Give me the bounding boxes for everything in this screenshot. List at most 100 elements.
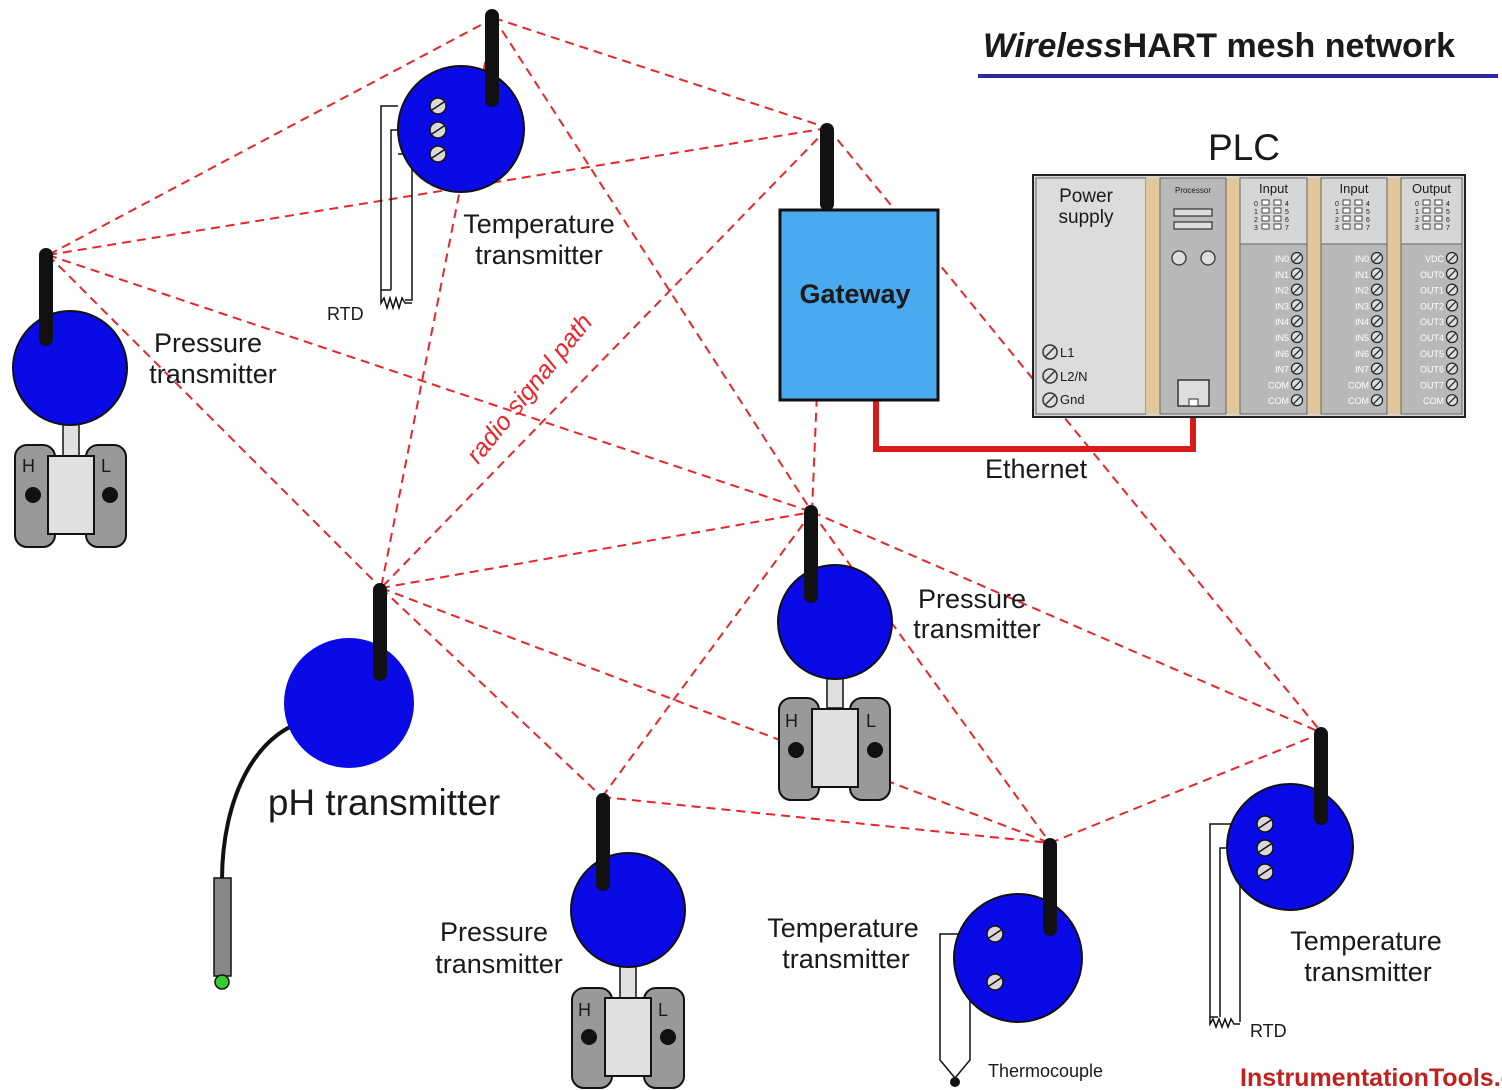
slot-divider xyxy=(1146,178,1160,414)
led-number: 1 xyxy=(1254,209,1258,216)
terminal-label: IN2 xyxy=(1355,286,1369,296)
led-number: 0 xyxy=(1254,201,1258,208)
led-number: 0 xyxy=(1415,201,1419,208)
rtd-sensor-icon xyxy=(380,290,412,311)
antenna-icon xyxy=(820,123,834,211)
terminal-label: IN7 xyxy=(1275,365,1289,375)
terminal-l2n-label: L2/N xyxy=(1060,369,1087,384)
led-indicator xyxy=(1342,199,1351,206)
radio-signal-path xyxy=(811,511,1323,734)
transmitter-housing xyxy=(777,564,893,680)
led-indicator xyxy=(1354,215,1363,222)
terminal-label: IN2 xyxy=(1275,286,1289,296)
device-label-line1: Temperature xyxy=(463,209,615,239)
led-number: 3 xyxy=(1254,225,1258,232)
led-indicator xyxy=(1342,215,1351,222)
led-number: 3 xyxy=(1335,225,1339,232)
terminal-label: IN5 xyxy=(1355,333,1369,343)
radio-signal-path xyxy=(1049,732,1323,844)
device-label-line2: transmitter xyxy=(149,359,277,389)
radio-signal-path xyxy=(601,796,1051,844)
led-number: 7 xyxy=(1446,225,1450,232)
high-port-label: H xyxy=(578,1000,591,1020)
device-label-line1: Pressure xyxy=(154,328,262,358)
led-indicator xyxy=(1354,223,1363,230)
terminal-label: IN3 xyxy=(1275,301,1289,311)
terminal-l1-label: L1 xyxy=(1060,345,1074,360)
gateway: Gateway xyxy=(778,123,940,402)
device-label-line1: Pressure xyxy=(440,917,548,947)
radio-signal-path xyxy=(380,511,813,589)
antenna-icon xyxy=(39,248,53,346)
slot-divider xyxy=(1226,178,1240,414)
low-port-label: L xyxy=(101,456,111,476)
pressure-transmitter-center: H L Pressure transmitter xyxy=(777,505,1041,801)
terminal-label: OUT5 xyxy=(1420,349,1444,359)
led-number: 5 xyxy=(1285,209,1289,216)
terminal-label: IN7 xyxy=(1355,365,1369,375)
processor-module xyxy=(1159,177,1227,415)
led-indicator xyxy=(1261,207,1270,214)
temperature-transmitter-top: Temperature transmitter RTD xyxy=(327,9,615,324)
io-card-title: Input xyxy=(1340,181,1369,196)
rtd-sensor-icon xyxy=(1209,1016,1240,1030)
transmitter-housing xyxy=(284,638,414,768)
terminal-label: COM xyxy=(1348,380,1369,390)
antenna-icon xyxy=(804,505,818,603)
radio-signal-path xyxy=(380,587,603,798)
device-label-line2: transmitter xyxy=(475,240,603,270)
device-label-line2: transmitter xyxy=(913,614,1041,644)
device-label-line2: transmitter xyxy=(782,944,910,974)
ph-transmitter: pH transmitter xyxy=(213,583,500,990)
led-number: 7 xyxy=(1285,225,1289,232)
ph-probe-icon xyxy=(213,877,232,977)
radio-signal-path xyxy=(827,127,1323,734)
ethernet-label: Ethernet xyxy=(985,454,1088,484)
radio-signal-path xyxy=(493,17,813,513)
led-indicator xyxy=(1273,207,1282,214)
radio-signal-path xyxy=(380,127,829,589)
terminal-label: OUT7 xyxy=(1420,380,1444,390)
gateway-label: Gateway xyxy=(799,279,910,309)
radio-signal-path xyxy=(47,254,382,589)
terminal-label: IN1 xyxy=(1355,270,1369,280)
ph-probe-tip xyxy=(214,974,230,990)
led-indicator xyxy=(1354,199,1363,206)
led-indicator xyxy=(1261,199,1270,206)
terminal-gnd-label: Gnd xyxy=(1060,392,1085,407)
terminal-label: OUT0 xyxy=(1420,270,1444,280)
led-indicator xyxy=(1273,199,1282,206)
led-indicator xyxy=(1434,207,1443,214)
antenna-icon xyxy=(596,793,610,891)
radio-signal-path xyxy=(493,17,829,129)
terminal-label: OUT3 xyxy=(1420,317,1444,327)
terminal-screws-icon xyxy=(986,925,1004,991)
terminal-label: IN5 xyxy=(1275,333,1289,343)
low-port-label: L xyxy=(658,1000,668,1020)
transmitter-housing xyxy=(397,65,525,193)
slot-divider xyxy=(1307,178,1321,414)
transmitter-housing xyxy=(953,893,1083,1023)
antenna-icon xyxy=(1314,727,1328,825)
processor-button-icon xyxy=(1171,250,1187,266)
led-number: 2 xyxy=(1415,217,1419,224)
led-indicator xyxy=(1422,223,1431,230)
led-indicator xyxy=(1434,215,1443,222)
io-card-title: Input xyxy=(1259,181,1288,196)
transmitter-housing xyxy=(12,310,128,426)
terminal-label: IN4 xyxy=(1355,317,1369,327)
terminal-label: IN6 xyxy=(1355,349,1369,359)
io-card-title: Output xyxy=(1412,181,1451,196)
plc-title: PLC xyxy=(1208,127,1280,168)
antenna-icon xyxy=(485,9,499,107)
temperature-transmitter-bottom-right: Temperature transmitter RTD xyxy=(1209,727,1442,1041)
led-indicator xyxy=(1273,215,1282,222)
led-indicator xyxy=(1342,207,1351,214)
terminal-label: COM xyxy=(1423,396,1444,406)
thermocouple-label: Thermocouple xyxy=(988,1061,1103,1081)
pressure-transmitter-left: H L Pressure transmitter xyxy=(12,248,277,548)
title-italic: Wireless xyxy=(983,27,1123,65)
led-number: 6 xyxy=(1446,217,1450,224)
